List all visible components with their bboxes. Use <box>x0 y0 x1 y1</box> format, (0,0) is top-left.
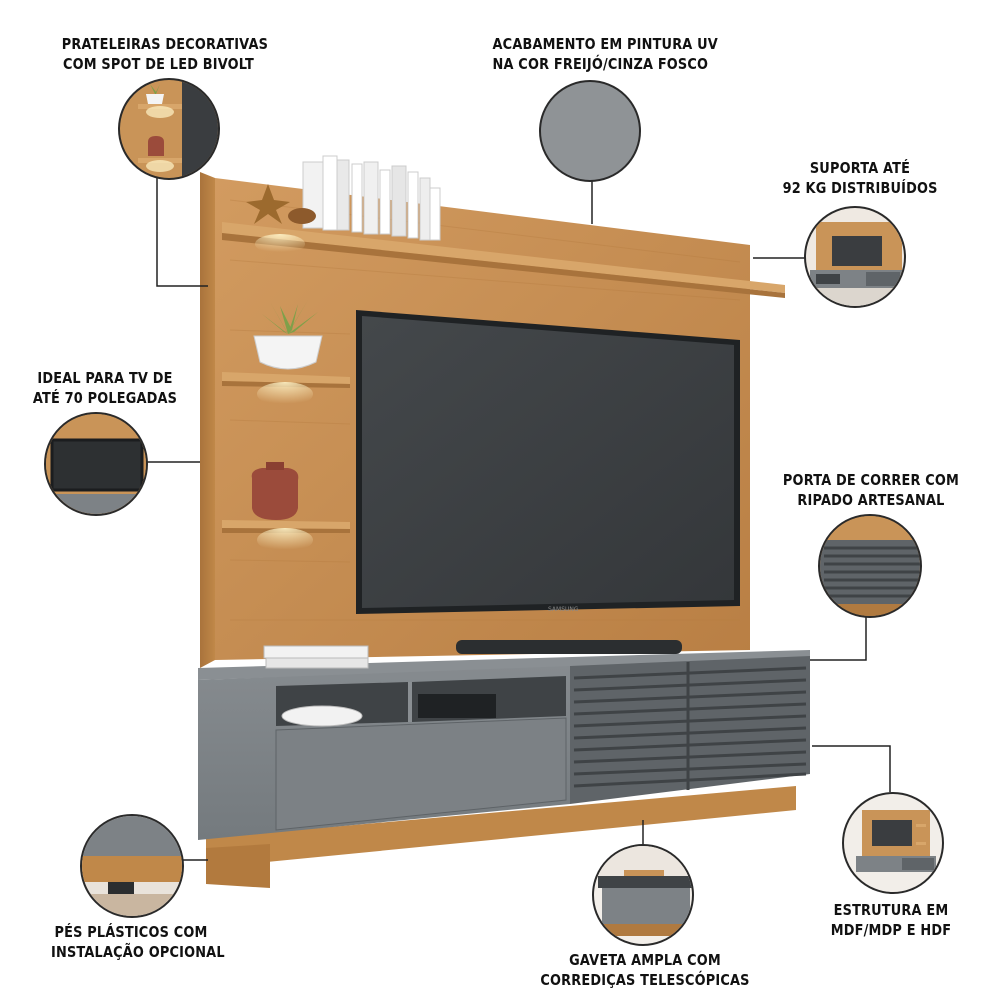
callout-tv-line-2: ATÉ 70 POLEGADAS <box>32 389 178 407</box>
callout-shelves-line-2: COM SPOT DE LED BIVOLT <box>62 55 255 73</box>
callout-support-line-2: 92 KG DISTRIBUÍDOS <box>782 179 938 197</box>
callout-support-line-1: SUPORTA ATÉ <box>809 159 911 177</box>
callout-door-label: PORTA DE CORRER COM RIPADO ARTESANAL <box>782 470 959 510</box>
callout-feet-label: PÉS PLÁSTICOS COM INSTALAÇÃO OPCIONAL <box>51 922 225 962</box>
callout-structure-label: ESTRUTURA EM MDF/MDP E HDF <box>827 900 956 940</box>
side-shelf-lower <box>222 462 350 552</box>
callout-tv-label: IDEAL PARA TV DE ATÉ 70 POLEGADAS <box>32 368 178 408</box>
callout-shelves-line-1: PRATELEIRAS DECORATIVAS <box>61 35 269 53</box>
books <box>302 155 441 241</box>
callout-support-label: SUPORTA ATÉ 92 KG DISTRIBUÍDOS <box>783 158 938 198</box>
rack <box>198 640 810 888</box>
side-shelf-upper <box>222 300 350 406</box>
detail-circle-door <box>818 514 922 618</box>
callout-drawer-line-1: GAVETA AMPLA COM <box>569 951 721 969</box>
callout-drawer-line-2: CORREDIÇAS TELESCÓPICAS <box>540 971 750 989</box>
callout-feet-line-2: INSTALAÇÃO OPCIONAL <box>51 943 225 961</box>
callout-finish-label: ACABAMENTO EM PINTURA UV NA COR FREIJÓ/C… <box>492 34 718 74</box>
leader-lines <box>146 174 891 861</box>
callout-tv-line-1: IDEAL PARA TV DE <box>37 369 173 387</box>
detail-circle-structure <box>842 792 944 894</box>
detail-circle-feet <box>80 814 184 918</box>
callout-door-line-1: PORTA DE CORRER COM <box>782 471 960 489</box>
callout-structure-line-2: MDF/MDP E HDF <box>830 921 952 939</box>
callout-door-line-2: RIPADO ARTESANAL <box>797 491 945 509</box>
detail-circle-tv <box>44 412 148 516</box>
detail-circle-shelves <box>118 78 220 180</box>
callout-drawer-label: GAVETA AMPLA COM CORREDIÇAS TELESCÓPICAS <box>538 950 753 990</box>
detail-circle-support <box>804 206 906 308</box>
callout-structure-line-1: ESTRUTURA EM <box>833 901 949 919</box>
top-shelf <box>222 222 785 298</box>
decor-star <box>246 184 316 224</box>
detail-circle-drawer <box>592 844 694 946</box>
callout-finish-line-1: ACABAMENTO EM PINTURA UV <box>492 35 718 53</box>
callout-finish-line-2: NA COR FREIJÓ/CINZA FOSCO <box>492 55 709 73</box>
tv-brand: SAMSUNG <box>548 606 579 613</box>
callout-shelves-label: PRATELEIRAS DECORATIVAS COM SPOT DE LED … <box>61 34 269 74</box>
callout-feet-line-1: PÉS PLÁSTICOS COM <box>54 923 208 941</box>
detail-circle-finish-swatch <box>539 80 641 182</box>
tv: SAMSUNG <box>356 310 740 614</box>
